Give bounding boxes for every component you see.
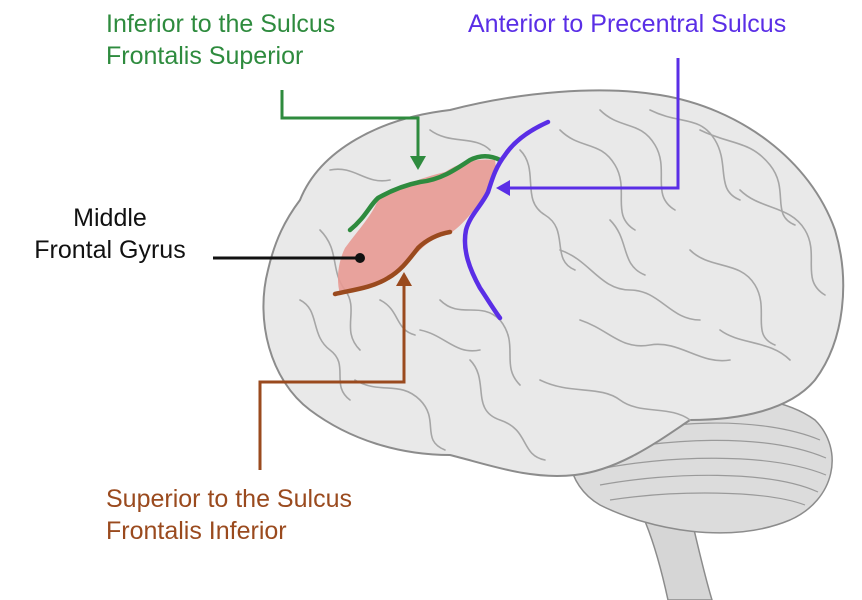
label-inferior-to-sulcus-frontalis-superior: Inferior to the Sulcus Frontalis Superio… — [106, 8, 335, 72]
label-middle-line1: Middle — [10, 202, 210, 234]
label-middle-line2: Frontal Gyrus — [10, 234, 210, 266]
middle-pointer-dot — [355, 253, 365, 263]
label-superior-line1: Inferior to the Sulcus — [106, 8, 335, 40]
label-superior-to-sulcus-frontalis-inferior: Superior to the Sulcus Frontalis Inferio… — [106, 483, 352, 547]
label-anterior-to-precentral-sulcus: Anterior to Precentral Sulcus — [468, 8, 786, 40]
label-superior-line2: Frontalis Superior — [106, 40, 335, 72]
label-inferior-line2: Frontalis Inferior — [106, 515, 352, 547]
label-middle-frontal-gyrus: Middle Frontal Gyrus — [10, 202, 210, 266]
label-precentral-text: Anterior to Precentral Sulcus — [468, 8, 786, 40]
label-inferior-line1: Superior to the Sulcus — [106, 483, 352, 515]
